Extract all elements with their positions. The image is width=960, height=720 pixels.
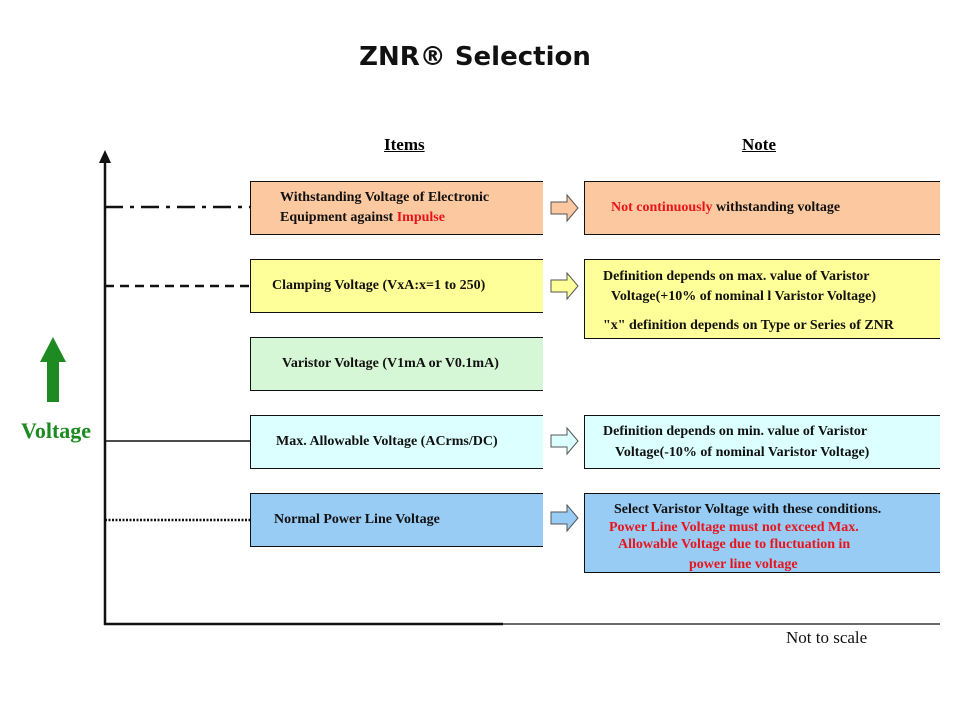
not-to-scale-note: Not to scale xyxy=(786,628,868,647)
block-arrow-3 xyxy=(550,426,579,456)
items-header: Items xyxy=(384,135,425,154)
item-normal-power-box: Normal Power Line Voltage xyxy=(250,493,543,547)
item-max-allowable-label: Max. Allowable Voltage (ACrms/DC) xyxy=(276,434,498,449)
item-withstanding-line2-text: Equipment against xyxy=(280,210,397,225)
page-title: ZNR® Selection xyxy=(359,42,591,72)
note-max-line1: Definition depends on min. value of Vari… xyxy=(603,424,868,439)
note-clamping-box: Definition depends on max. value of Vari… xyxy=(584,259,940,339)
item-normal-power-label: Normal Power Line Voltage xyxy=(274,512,440,527)
note-clamping-line3: "x" definition depends on Type or Series… xyxy=(603,318,894,333)
note-withstanding-box: Not continuously withstanding voltage xyxy=(584,181,940,235)
item-withstanding-line2: Equipment against Impulse xyxy=(280,210,445,226)
item-varistor-label: Varistor Voltage (V1mA or V0.1mA) xyxy=(282,356,499,371)
item-clamping-label: Clamping Voltage (VxA:x=1 to 250) xyxy=(272,278,486,293)
note-normal-power-box: Select Varistor Voltage with these condi… xyxy=(584,493,940,573)
note-clamping-line1: Definition depends on max. value of Vari… xyxy=(603,269,870,284)
item-varistor-box: Varistor Voltage (V1mA or V0.1mA) xyxy=(250,337,543,391)
item-withstanding-box: Withstanding Voltage of Electronic Equip… xyxy=(250,181,543,235)
note-normal-line1: Select Varistor Voltage with these condi… xyxy=(614,502,882,517)
item-withstanding-impulse: Impulse xyxy=(396,210,445,225)
voltage-label: Voltage xyxy=(21,418,92,443)
note-normal-line4: power line voltage xyxy=(689,557,798,572)
note-withstanding-text: Not continuously withstanding voltage xyxy=(611,200,840,216)
item-clamping-box: Clamping Voltage (VxA:x=1 to 250) xyxy=(250,259,543,313)
item-withstanding-line1: Withstanding Voltage of Electronic xyxy=(280,190,490,205)
item-max-allowable-box: Max. Allowable Voltage (ACrms/DC) xyxy=(250,415,543,469)
block-arrow-2 xyxy=(550,271,579,301)
note-max-allowable-box: Definition depends on min. value of Vari… xyxy=(584,415,940,469)
note-normal-line2: Power Line Voltage must not exceed Max. xyxy=(609,520,859,535)
block-arrow-1 xyxy=(550,193,579,223)
axis-arrowhead xyxy=(99,150,111,163)
note-not-continuously: Not continuously xyxy=(611,200,713,215)
block-arrow-4 xyxy=(550,503,579,533)
note-header: Note xyxy=(742,135,776,154)
voltage-up-arrow xyxy=(40,337,66,402)
note-normal-line3: Allowable Voltage due to fluctuation in xyxy=(618,537,851,552)
note-withstanding-rest: withstanding voltage xyxy=(712,200,841,215)
note-clamping-line2: Voltage(+10% of nominal l Varistor Volta… xyxy=(611,289,877,304)
note-max-line2: Voltage(-10% of nominal Varistor Voltage… xyxy=(615,445,870,460)
